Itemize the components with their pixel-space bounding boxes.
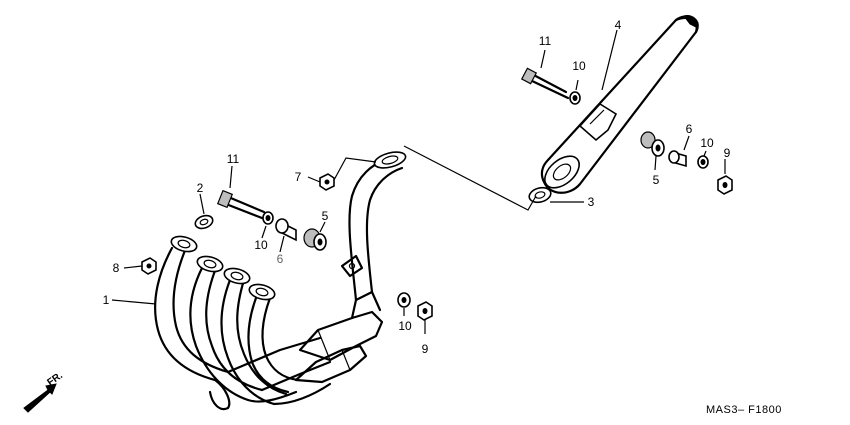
callout-5-lower: 5 [322,209,329,223]
callout-4: 4 [615,18,622,32]
callout-6-lower: 6 [277,252,284,266]
callout-3: 3 [588,195,595,209]
callout-10-bottom: 10 [398,319,412,333]
diagram-code: MAS3– F1800 [706,404,782,416]
callout-6-right: 6 [686,122,693,136]
callouts: 1 2 3 4 5 5 6 6 7 8 9 9 10 10 10 10 11 1… [103,18,731,356]
callout-10-right: 10 [700,136,714,150]
front-direction-indicator: FR. [23,370,65,413]
callout-8: 8 [113,261,120,275]
hardware [141,67,733,321]
leader-lines [111,29,726,334]
callout-11-lower: 11 [227,152,240,166]
muffler [540,15,699,194]
callout-7: 7 [295,170,302,184]
callout-10-upper: 10 [572,59,586,73]
callout-1: 1 [103,293,110,307]
exhaust-header-pipes [154,235,332,411]
callout-9-bottom: 9 [422,342,429,356]
callout-11-upper: 11 [539,34,552,48]
callout-5-right: 5 [653,173,660,187]
collector-catalyst [294,151,407,384]
callout-9-right: 9 [724,146,731,160]
callout-2: 2 [197,181,204,195]
callout-10-lower: 10 [254,238,268,252]
